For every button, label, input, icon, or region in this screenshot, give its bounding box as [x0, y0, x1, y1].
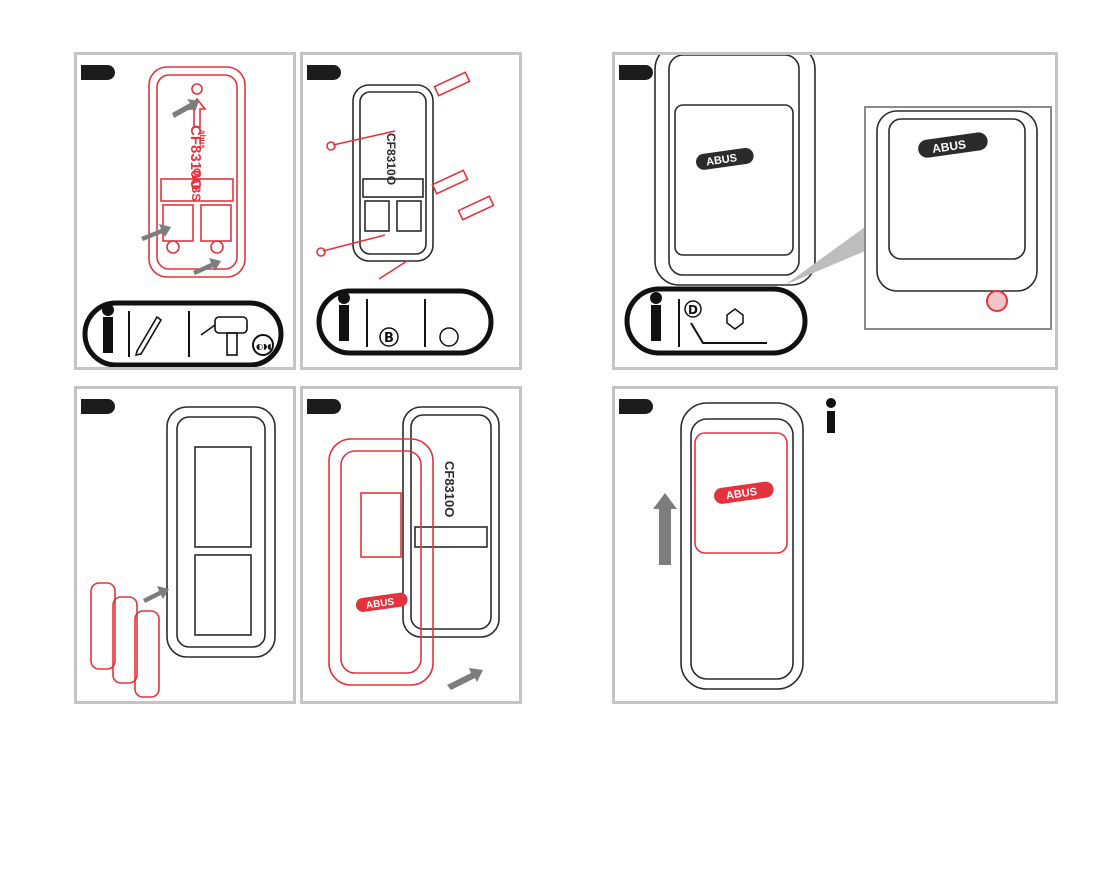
screws-badge: B: [319, 291, 491, 353]
front-cover: ABUS: [329, 439, 433, 685]
cover-illustration: CF8310O ABUS: [303, 389, 522, 704]
insert-arrow: [143, 586, 169, 603]
step-panel-5: CF8310O ABUS: [300, 386, 522, 704]
abus-logo: ABUS: [695, 147, 755, 171]
step-panel-3: ABUS ABUS D: [612, 52, 1058, 370]
tools-badge: ◐◗◖: [85, 303, 281, 365]
mounting-plate-illustration: CF8310O abus ABS ◐: [77, 55, 296, 370]
zoom-connector: [785, 227, 865, 285]
arrow-bottom: [193, 258, 221, 275]
step-panel-2: CF8310O B: [300, 52, 522, 370]
screws-illustration: CF8310O B: [303, 55, 522, 370]
push-up-arrow: [653, 493, 677, 565]
info-icon: [826, 398, 836, 433]
svg-text:B: B: [384, 331, 394, 346]
info-icon: [103, 317, 113, 353]
svg-text:◐◗◖: ◐◗◖: [256, 342, 271, 351]
arrow-left: [141, 224, 171, 241]
info-icon: [339, 305, 349, 341]
screw-detail: [987, 291, 1007, 311]
battery-illustration: [77, 389, 296, 704]
hex-badge: D: [627, 289, 805, 353]
step-panel-6: ABUS: [612, 386, 1058, 704]
step-panel-4: [74, 386, 296, 704]
svg-text:CF8310O: CF8310O: [384, 133, 398, 185]
step-panel-1: CF8310O abus ABS ◐: [74, 52, 296, 370]
final-assembly-illustration: ABUS: [615, 389, 1058, 704]
screw-detail-illustration: ABUS ABUS D: [615, 55, 1058, 370]
info-icon: [651, 305, 661, 341]
small-logo-label: abus: [198, 130, 207, 149]
arrow-top: [172, 99, 199, 118]
svg-text:CF8310O: CF8310O: [442, 461, 457, 517]
screw-group: [317, 72, 494, 279]
svg-text:D: D: [688, 303, 698, 317]
attach-arrow: [447, 668, 483, 690]
abs-tab-label: ABS: [189, 176, 203, 201]
